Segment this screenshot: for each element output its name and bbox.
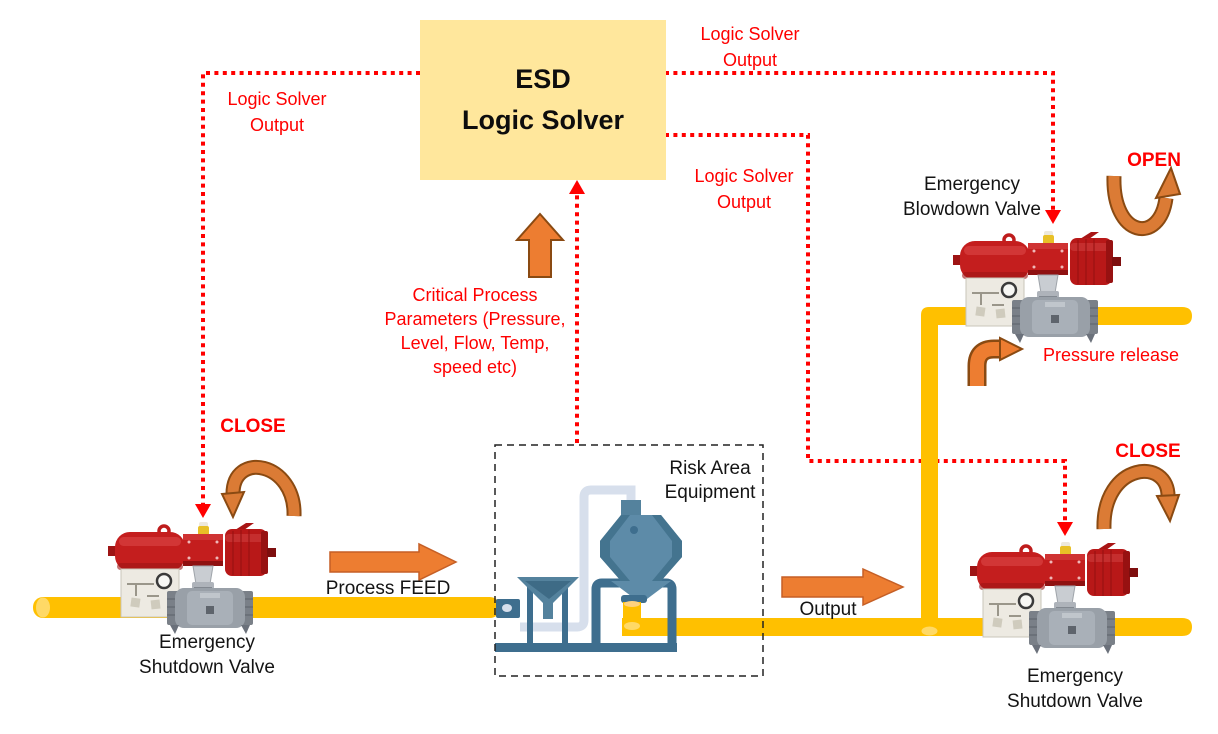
pressure-release-label: Pressure release: [1043, 345, 1180, 365]
close-arrow-left: [227, 462, 300, 517]
wire-arrowhead-blowdown: [1045, 210, 1061, 224]
flow-arrows: [220, 165, 1182, 607]
process-feed-arrow: [329, 542, 458, 582]
emergency-blowdown-valve: [951, 229, 1123, 345]
process-feed-label: Process FEED: [325, 578, 451, 599]
wire-arrowhead-up: [569, 180, 585, 194]
logic-solver-output-label-mid-right: Logic Solver Output: [694, 166, 794, 212]
output-arrow: [781, 567, 905, 607]
close-arrow-right: [1098, 465, 1174, 530]
light-pipe: [520, 485, 636, 632]
emergency-shutdown-valve-label-right: Emergency Shutdown Valve: [1007, 666, 1143, 712]
critical-process-parameters-label: Critical Process Parameters (Pressure, L…: [384, 285, 566, 377]
critical-params-arrow: [514, 212, 566, 278]
emergency-shutdown-valve-left: [106, 520, 278, 636]
emergency-blowdown-valve-label: Emergency Blowdown Valve: [902, 174, 1042, 220]
close-label-left: CLOSE: [220, 416, 286, 437]
emergency-shutdown-valve-right: [968, 540, 1140, 656]
logic-wire-top-right: [665, 71, 1055, 212]
logic-wire-mid-right: [665, 133, 1067, 524]
risk-area-boundary: [494, 444, 764, 677]
logic-solver-output-label-top-right: Logic Solver Output: [700, 24, 800, 70]
esd-logic-solver-box: ESD Logic Solver: [420, 20, 666, 180]
risk-area-equipment-label: Risk Area Equipment: [664, 458, 756, 503]
logic-solver-output-label-left: Logic Solver Output: [227, 89, 327, 135]
close-label-right: CLOSE: [1115, 441, 1181, 462]
pressure-release-arrow: [970, 342, 1001, 386]
open-label: OPEN: [1127, 150, 1181, 171]
emergency-shutdown-valve-label-left: Emergency Shutdown Valve: [139, 632, 275, 678]
open-arrow: [1108, 175, 1172, 234]
logic-wire-left: [201, 71, 420, 506]
wire-arrowhead-right: [1057, 522, 1073, 536]
process-tank: [600, 515, 682, 581]
risk-area-equipment-illustration: [495, 485, 682, 652]
output-label: Output: [799, 599, 857, 620]
wire-arrowhead-left: [195, 504, 211, 518]
